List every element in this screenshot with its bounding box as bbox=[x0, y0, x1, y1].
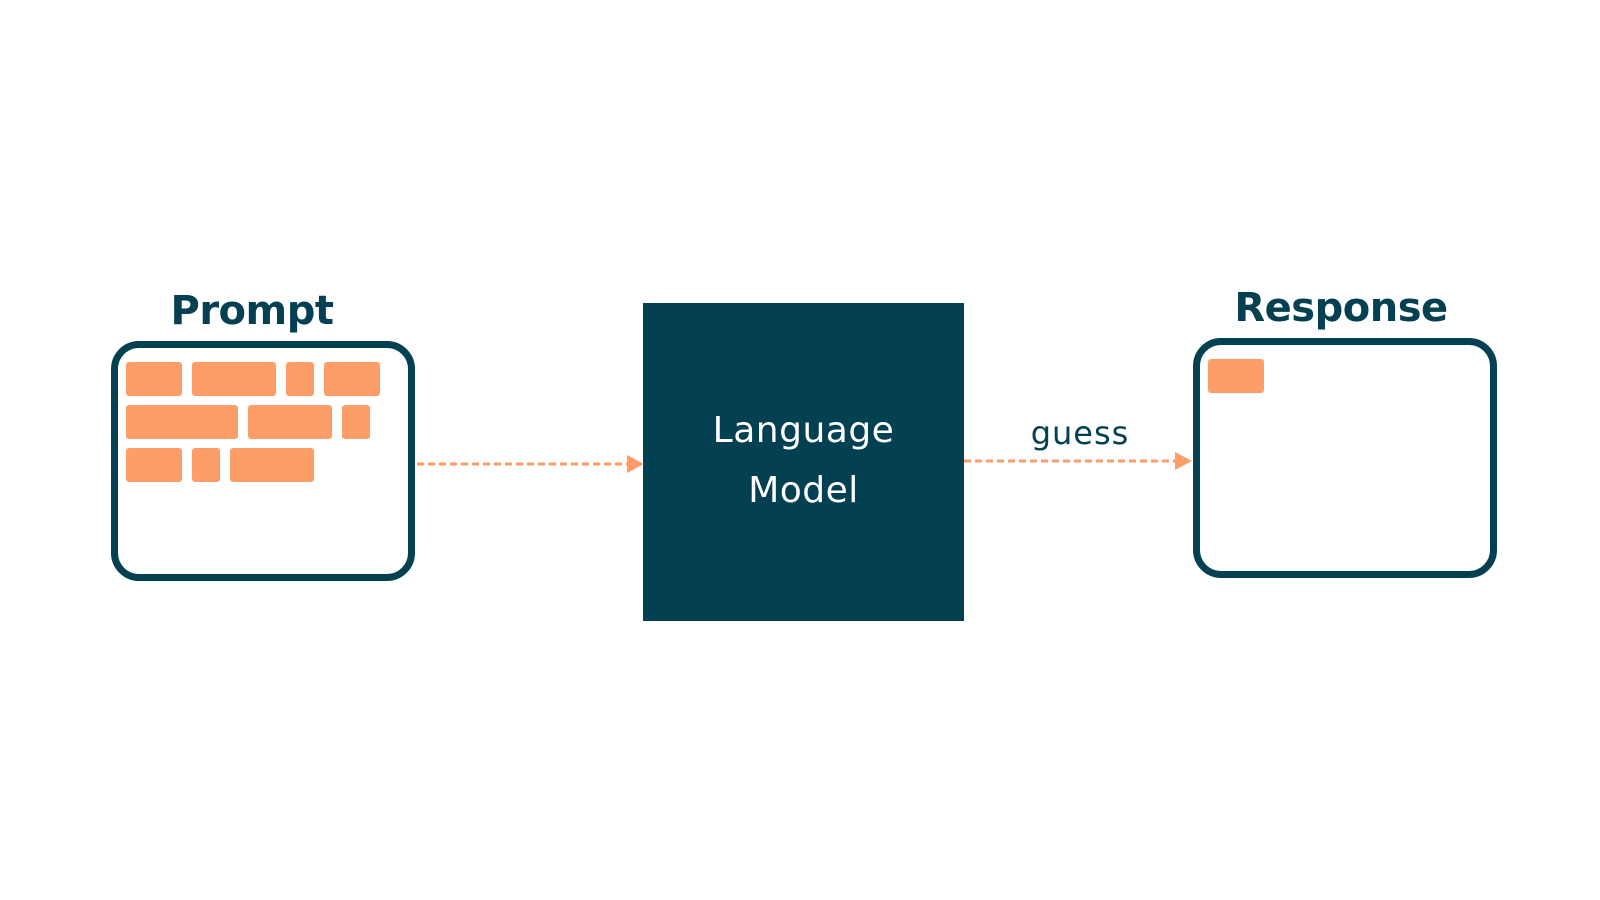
prompt-to-model-arrowhead bbox=[627, 455, 644, 473]
prompt-to-model-arrow bbox=[417, 455, 644, 473]
prompt-token-1-1 bbox=[126, 362, 182, 396]
prompt-token-2-1 bbox=[126, 405, 238, 439]
prompt-token-3-1 bbox=[126, 448, 182, 482]
prompt-token-3-2 bbox=[192, 448, 220, 482]
response-panel bbox=[1193, 338, 1497, 578]
response-token-1-1 bbox=[1208, 359, 1264, 393]
model-label-line-2: Model bbox=[748, 470, 859, 511]
prompt-panel bbox=[111, 341, 415, 581]
prompt-token-1-3 bbox=[286, 362, 314, 396]
language-model-box: Language Model bbox=[643, 303, 964, 621]
response-title: Response bbox=[1234, 285, 1448, 331]
prompt-token-1-2 bbox=[192, 362, 276, 396]
prompt-token-2-3 bbox=[342, 405, 370, 439]
guess-edge-label: guess bbox=[1030, 414, 1130, 452]
model-to-response-arrowhead bbox=[1175, 452, 1192, 470]
model-label-line-1: Language bbox=[712, 410, 895, 451]
prompt-title: Prompt bbox=[170, 288, 334, 334]
model-to-response-arrow bbox=[964, 452, 1192, 470]
prompt-token-1-4 bbox=[324, 362, 380, 396]
prompt-token-2-2 bbox=[248, 405, 332, 439]
prompt-token-3-3 bbox=[230, 448, 314, 482]
